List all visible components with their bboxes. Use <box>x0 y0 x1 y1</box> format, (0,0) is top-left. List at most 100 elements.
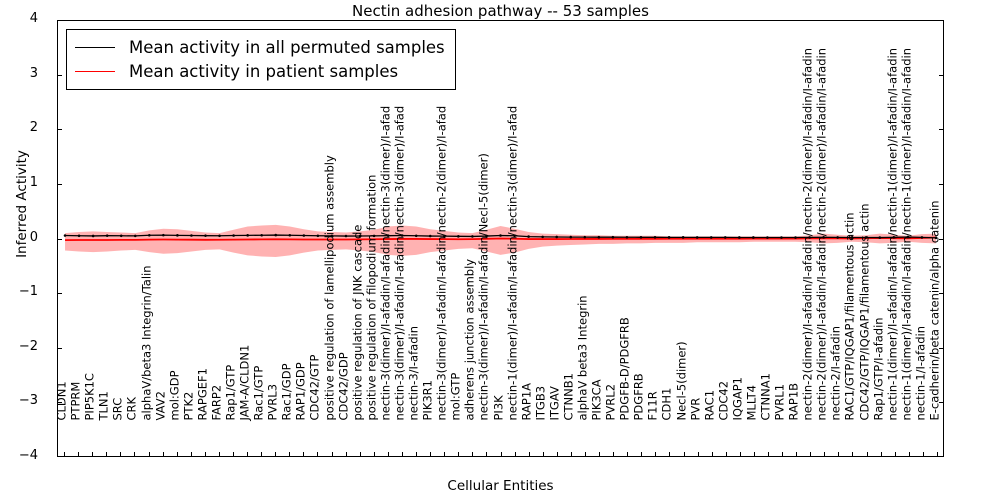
x-axis-tick-mark <box>697 452 699 457</box>
x-axis-tick-mark <box>852 452 854 457</box>
x-axis-tick-mark <box>880 452 882 457</box>
x-axis-tick-mark <box>542 452 544 457</box>
y-axis-tick-mark <box>57 238 62 240</box>
y-axis-tick-mark <box>939 293 944 295</box>
data-point-marker <box>723 236 727 239</box>
x-axis-tick-mark <box>162 452 164 457</box>
data-point-marker <box>105 234 109 237</box>
data-point-marker <box>920 236 924 239</box>
x-axis-tick-mark <box>345 452 347 457</box>
data-point-marker <box>218 234 221 238</box>
data-point-marker <box>485 234 488 238</box>
x-axis-tick-mark <box>64 452 66 457</box>
x-axis-tick-mark <box>739 452 741 457</box>
y-axis-tick-mark <box>57 293 62 295</box>
data-point-marker <box>780 236 783 239</box>
y-axis-tick-mark <box>57 129 62 131</box>
data-point-marker <box>639 236 643 239</box>
data-point-marker <box>794 236 797 239</box>
data-point-marker <box>232 234 235 237</box>
data-point-marker <box>681 236 685 239</box>
data-point-marker <box>499 234 502 237</box>
data-point-marker <box>246 234 249 237</box>
legend-item-permuted[interactable]: Mean activity in all permuted samples <box>75 35 445 59</box>
x-axis-tick-mark <box>176 452 178 457</box>
legend[interactable]: Mean activity in all permuted samples Me… <box>66 29 456 90</box>
data-point-marker <box>822 236 825 239</box>
data-point-marker <box>119 234 123 238</box>
x-axis-tick-mark <box>275 452 277 457</box>
x-axis-tick-mark <box>373 452 375 457</box>
x-axis-tick-mark <box>106 452 108 457</box>
data-point-marker <box>766 236 769 239</box>
x-axis-tick-mark <box>782 452 784 457</box>
x-axis-tick-mark <box>303 452 305 457</box>
x-axis-tick-mark <box>570 452 572 457</box>
x-axis-tick-mark <box>458 452 460 457</box>
data-point-marker <box>316 234 320 238</box>
x-axis-tick-mark <box>683 452 685 457</box>
x-axis-tick-mark <box>387 452 389 457</box>
x-axis-tick-mark <box>922 452 924 457</box>
y-axis-tick-mark <box>939 347 944 349</box>
data-point-marker <box>934 236 938 240</box>
x-axis-tick-mark <box>317 452 319 457</box>
data-point-marker <box>513 234 516 238</box>
data-point-marker <box>330 234 334 238</box>
data-point-marker <box>569 235 573 239</box>
data-point-marker <box>667 236 671 239</box>
data-point-marker <box>709 236 713 239</box>
x-axis-tick-mark <box>78 452 80 457</box>
x-axis-tick-mark <box>669 452 671 457</box>
y-axis-tick-label: −4 <box>18 448 38 463</box>
data-point-marker <box>695 236 699 239</box>
data-point-marker <box>653 236 657 239</box>
y-axis-tick-mark <box>939 74 944 76</box>
x-axis-tick-mark <box>472 452 474 457</box>
legend-swatch-black <box>75 46 115 48</box>
data-point-marker <box>400 234 404 237</box>
x-axis-tick-mark <box>613 452 615 457</box>
data-point-marker <box>428 234 432 238</box>
x-axis-tick-mark <box>120 452 122 457</box>
x-axis-tick-mark <box>134 452 136 457</box>
data-point-marker <box>864 236 868 239</box>
y-axis-tick-label: −1 <box>18 284 38 300</box>
data-point-marker <box>260 233 263 237</box>
data-point-marker <box>372 234 376 238</box>
data-point-marker <box>457 235 460 238</box>
x-axis-label: Cellular Entities <box>447 478 554 494</box>
y-axis-tick-label: 0 <box>29 229 38 245</box>
data-point-marker <box>597 235 601 239</box>
x-axis-tick-mark <box>148 452 150 457</box>
chart-data-layer <box>63 224 938 257</box>
x-axis-tick-mark <box>486 452 488 457</box>
data-point-marker <box>133 234 137 238</box>
data-point-marker <box>63 234 67 237</box>
data-point-marker <box>471 235 474 238</box>
x-axis-tick-mark <box>725 452 727 457</box>
data-point-marker <box>625 235 629 239</box>
y-axis-tick-label: 2 <box>29 120 38 136</box>
data-point-marker <box>752 236 755 239</box>
x-axis-tick-mark <box>232 452 234 457</box>
x-axis-tick-mark <box>641 452 643 457</box>
x-axis-tick-mark <box>92 452 94 457</box>
data-point-marker <box>555 235 558 239</box>
y-axis-tick-mark <box>939 183 944 185</box>
y-axis-tick-label: 1 <box>29 174 38 190</box>
plot-area: Mean activity in all permuted samples Me… <box>57 20 944 457</box>
x-axis-tick-mark <box>711 452 713 457</box>
x-axis-tick-mark <box>824 452 826 457</box>
y-axis-tick-mark <box>57 402 62 404</box>
data-point-marker <box>836 236 839 239</box>
x-axis-tick-mark <box>584 452 586 457</box>
x-axis-tick-mark <box>599 452 601 457</box>
y-axis-tick-label: 4 <box>29 11 38 26</box>
legend-item-patient[interactable]: Mean activity in patient samples <box>75 59 445 83</box>
x-axis-tick-mark <box>908 452 910 457</box>
data-point-marker <box>583 235 587 239</box>
x-axis-tick-mark <box>796 452 798 457</box>
x-axis-tick-mark <box>866 452 868 457</box>
data-point-marker <box>892 236 896 239</box>
